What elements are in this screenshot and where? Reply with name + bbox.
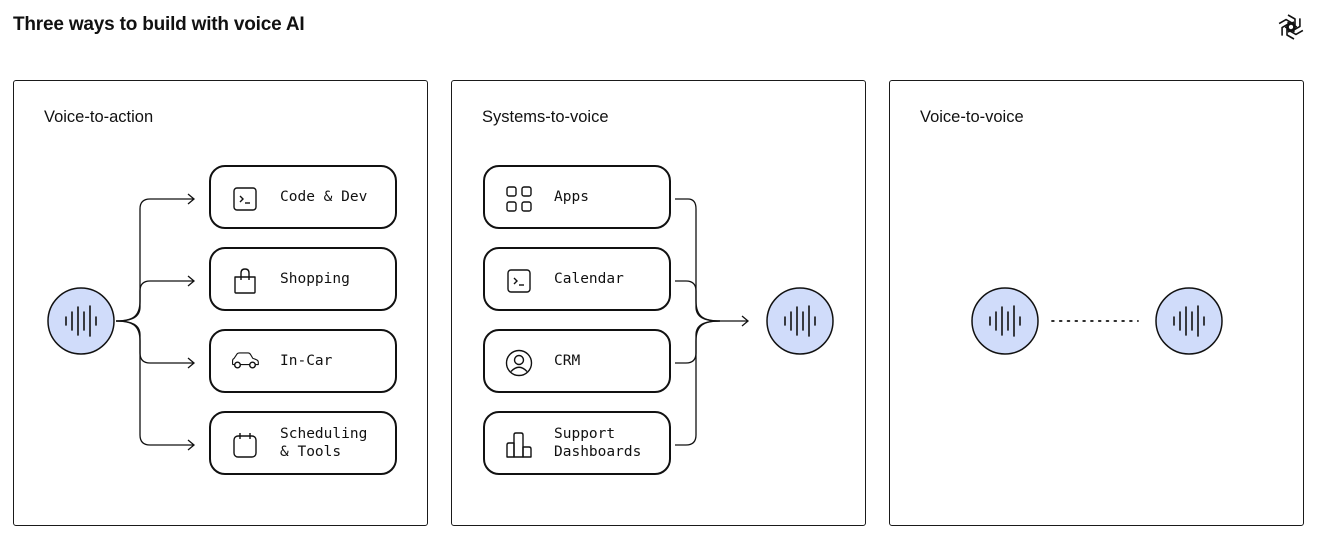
system-item-label: CRM	[554, 353, 581, 369]
system-item-label: Support Dashboards	[554, 426, 642, 460]
voice-waveform-icon	[47, 287, 115, 355]
system-item-label: Calendar	[554, 271, 624, 287]
panel-systems-to-voice: Systems-to-voice Apps Calendar CRM Suppo…	[451, 80, 866, 526]
action-item-label: In-Car	[280, 353, 333, 369]
user-circle-icon	[505, 349, 533, 377]
fan-out-connectors	[115, 193, 196, 451]
page-title: Three ways to build with voice AI	[13, 14, 305, 35]
action-item-scheduling-tools[interactable]: Scheduling & Tools	[209, 411, 397, 475]
action-item-shopping[interactable]: Shopping	[209, 247, 397, 311]
calendar-icon	[233, 433, 257, 458]
action-item-label: Scheduling & Tools	[280, 426, 368, 460]
fan-in-connectors	[675, 198, 750, 446]
action-item-code-dev[interactable]: Code & Dev	[209, 165, 397, 229]
system-item-label: Apps	[554, 189, 589, 205]
bar-chart-icon	[506, 432, 532, 458]
action-item-in-car[interactable]: In-Car	[209, 329, 397, 393]
panel-voice-to-action: Voice-to-action Code & Dev Shopping In-C…	[13, 80, 428, 526]
terminal-icon	[507, 269, 531, 293]
system-item-support-dashboards[interactable]: Support Dashboards	[483, 411, 671, 475]
action-item-label: Shopping	[280, 271, 350, 287]
openai-logo-icon	[1278, 14, 1304, 40]
dotted-connector	[1051, 320, 1139, 322]
apps-grid-icon	[506, 186, 532, 212]
shopping-bag-icon	[234, 268, 256, 294]
car-icon	[232, 352, 259, 369]
voice-waveform-icon	[971, 287, 1039, 355]
system-item-calendar[interactable]: Calendar	[483, 247, 671, 311]
panel-voice-to-voice: Voice-to-voice	[889, 80, 1304, 526]
panel-title: Systems-to-voice	[482, 108, 609, 126]
terminal-icon	[233, 187, 257, 211]
system-item-apps[interactable]: Apps	[483, 165, 671, 229]
action-item-label: Code & Dev	[280, 189, 368, 205]
panel-title: Voice-to-action	[44, 108, 154, 126]
system-item-crm[interactable]: CRM	[483, 329, 671, 393]
voice-waveform-icon	[766, 287, 834, 355]
voice-waveform-icon	[1155, 287, 1223, 355]
panel-title: Voice-to-voice	[920, 108, 1024, 126]
